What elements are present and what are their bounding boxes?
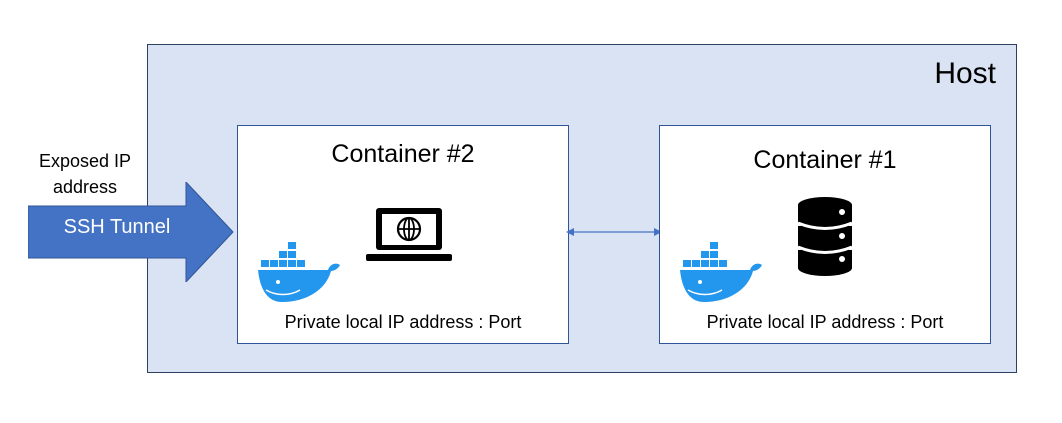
docker-whale-icon bbox=[680, 242, 762, 302]
container-2-footer: Private local IP address : Port bbox=[284, 312, 522, 332]
exposed-ip-label: Exposed IP address bbox=[38, 151, 132, 197]
container-1-footer: Private local IP address : Port bbox=[706, 312, 944, 332]
laptop-globe-icon bbox=[366, 208, 452, 261]
container-1-title: Container #1 bbox=[753, 146, 897, 174]
container-1: Container #1 Private local IP address : … bbox=[659, 125, 991, 344]
container-2-title: Container #2 bbox=[331, 140, 475, 168]
database-icon bbox=[797, 197, 853, 276]
container-link-arrow bbox=[566, 228, 662, 236]
host-label: Host bbox=[934, 57, 996, 90]
docker-whale-icon bbox=[258, 242, 340, 302]
ssh-tunnel-label: SSH Tunnel bbox=[63, 216, 171, 238]
ssh-tunnel-arrow bbox=[28, 182, 234, 282]
container-2: Container #2 Private local IP address : … bbox=[237, 125, 569, 344]
